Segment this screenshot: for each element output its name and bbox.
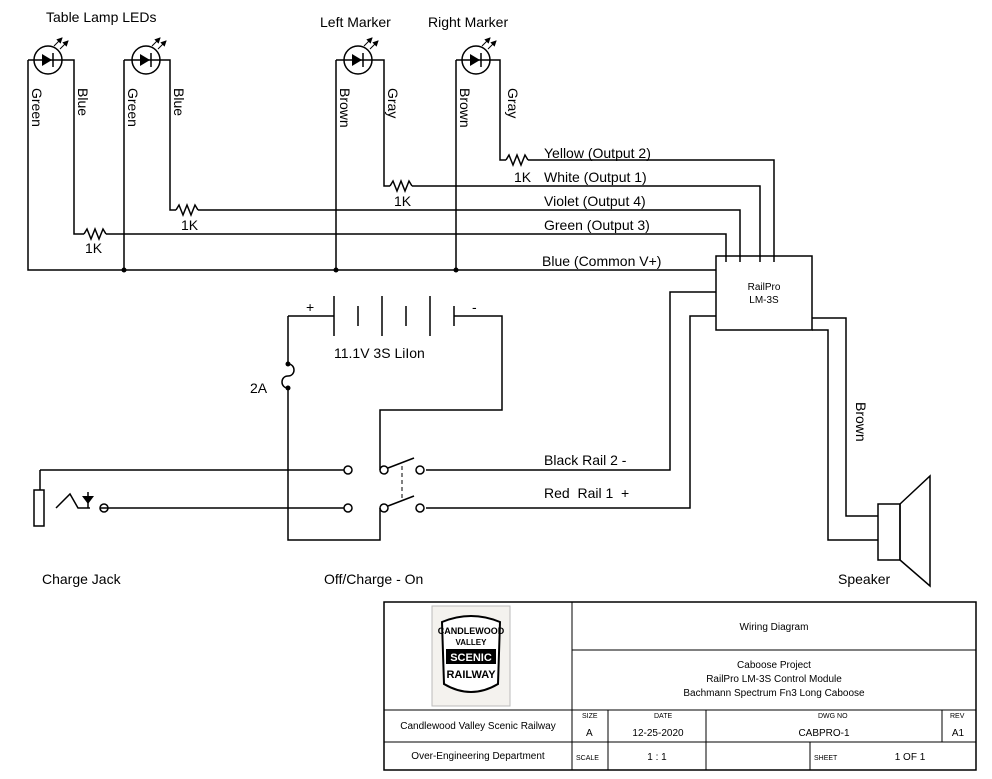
led-wiring: [27, 59, 775, 273]
switch-icon: [40, 457, 425, 513]
rev-value: A1: [952, 728, 965, 739]
logo-line4: RAILWAY: [446, 669, 496, 681]
fuse-icon: [281, 316, 381, 541]
logo-line3: SCENIC: [450, 652, 492, 664]
date-header: DATE: [654, 713, 672, 720]
wire-black-rail: [426, 291, 716, 471]
resistor-label-r4: 1K: [514, 169, 532, 185]
label-left-marker: Left Marker: [320, 14, 391, 30]
speaker-icon: [877, 474, 931, 588]
wire-label-white: White (Output 1): [544, 169, 647, 185]
label-switch: Off/Charge - On: [324, 571, 423, 587]
wire-label-left-brown: Brown: [337, 88, 353, 128]
project-line-1: Caboose Project: [737, 660, 811, 671]
wire-red-rail: [426, 315, 716, 509]
logo-line2: VALLEY: [456, 638, 488, 647]
wire-speaker-1: [812, 317, 878, 517]
rev-header: REV: [950, 713, 965, 720]
wire-label-right-gray: Gray: [505, 88, 521, 118]
module-label-line2: LM-3S: [749, 295, 779, 306]
logo-line1: CANDLEWOOD: [438, 626, 505, 636]
project-line-2: RailPro LM-3S Control Module: [706, 674, 842, 685]
wire-speaker-2: [812, 329, 878, 541]
charge-jack-icon: [33, 470, 109, 527]
date-value: 12-25-2020: [632, 728, 684, 739]
wire-label-lamp2-green: Green: [125, 88, 141, 127]
railpro-module: [715, 255, 813, 331]
led-lamp-2: [124, 37, 167, 75]
resistor-label-r1: 1K: [85, 240, 103, 256]
label-table-lamp-leds: Table Lamp LEDs: [46, 9, 157, 25]
label-speaker: Speaker: [838, 571, 890, 587]
wire-label-red-rail: Red Rail 1 +: [544, 485, 629, 501]
wire-label-right-brown: Brown: [457, 88, 473, 128]
project-line-3: Bachmann Spectrum Fn3 Long Caboose: [683, 688, 865, 699]
wire-label-green: Green (Output 3): [544, 217, 650, 233]
wire-label-blue: Blue (Common V+): [542, 253, 661, 269]
sheet-value: 1 OF 1: [895, 752, 926, 763]
battery-label: 11.1V 3S LiIon: [334, 345, 425, 361]
battery-minus-label: -: [472, 299, 477, 315]
battery-plus-label: +: [306, 299, 314, 315]
sheet-header: SHEET: [814, 755, 838, 762]
department-name: Over-Engineering Department: [411, 751, 545, 762]
company-logo: CANDLEWOOD VALLEY SCENIC RAILWAY: [431, 605, 511, 707]
wire-label-lamp1-blue: Blue: [75, 88, 91, 116]
resistor-label-r2: 1K: [181, 217, 199, 233]
led-left-marker: [336, 37, 380, 75]
wire-label-violet: Violet (Output 4): [544, 193, 646, 209]
size-header: SIZE: [582, 713, 598, 720]
battery-icon: [288, 296, 503, 470]
wire-label-yellow: Yellow (Output 2): [544, 145, 651, 161]
module-label-line1: RailPro: [748, 282, 781, 293]
fuse-label: 2A: [250, 380, 268, 396]
wire-label-black-rail: Black Rail 2 -: [544, 452, 627, 468]
resistor-label-r3: 1K: [394, 193, 412, 209]
wire-label-speaker-brown: Brown: [853, 402, 869, 442]
company-name: Candlewood Valley Scenic Railway: [400, 721, 555, 732]
scale-value: 1 : 1: [647, 752, 667, 763]
title-block: CANDLEWOOD VALLEY SCENIC RAILWAY Wiring …: [383, 601, 977, 771]
wire-label-left-gray: Gray: [385, 88, 401, 118]
wire-label-lamp2-blue: Blue: [171, 88, 187, 116]
label-charge-jack: Charge Jack: [42, 571, 122, 587]
drawing-title: Wiring Diagram: [740, 622, 809, 633]
wire-label-lamp1-green: Green: [29, 88, 45, 127]
size-value: A: [586, 728, 593, 739]
scale-header: SCALE: [576, 755, 599, 762]
led-right-marker: [456, 37, 498, 75]
dwg-value: CABPRO-1: [798, 728, 850, 739]
led-lamp-1: [28, 37, 69, 75]
dwg-header: DWG NO: [818, 713, 848, 720]
label-right-marker: Right Marker: [428, 14, 508, 30]
